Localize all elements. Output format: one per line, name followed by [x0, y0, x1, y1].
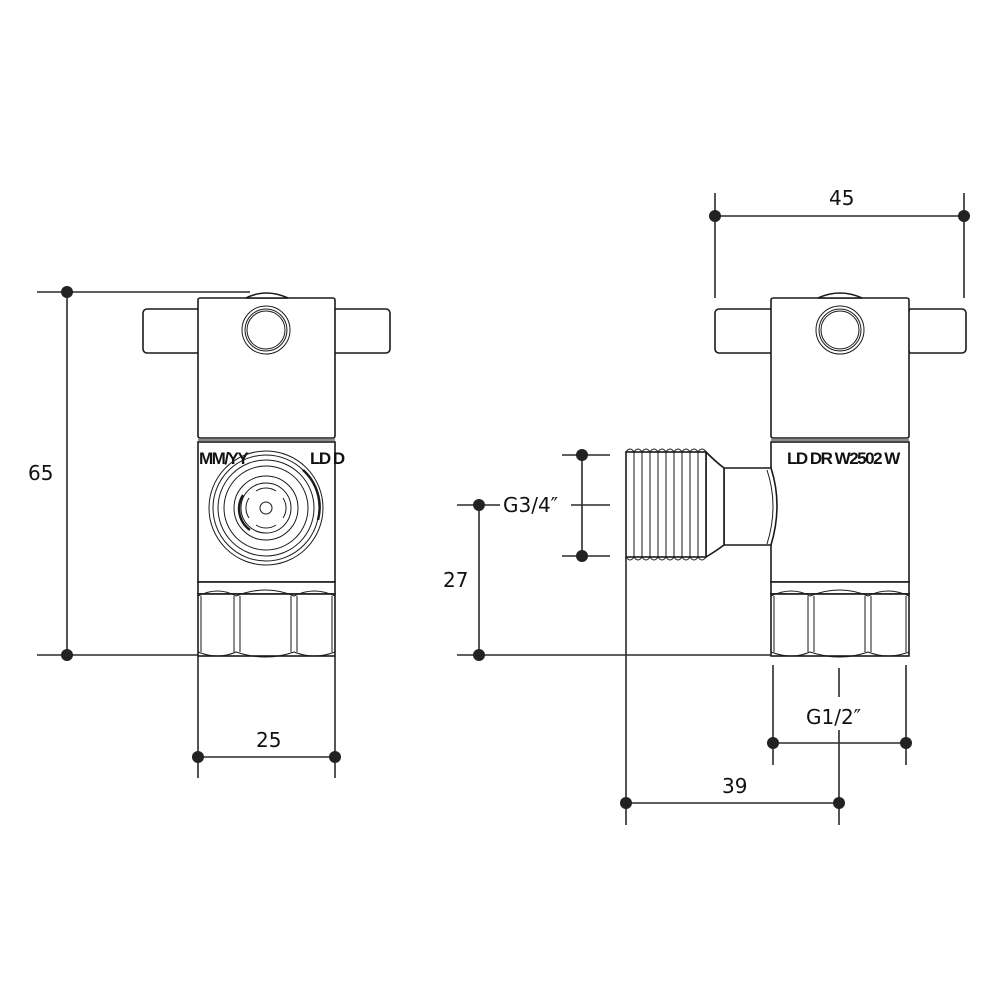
front-marking-brand: LD D — [310, 449, 345, 468]
front-mid-body — [197, 441, 336, 583]
dimension-handle-width: 45 — [709, 186, 970, 298]
side-spindle-port — [815, 305, 865, 355]
front-hex-nut — [197, 581, 336, 658]
dimension-width: 25 — [192, 656, 341, 778]
front-top-cap — [245, 292, 289, 299]
front-handle — [142, 308, 391, 354]
dimension-height: 65 — [28, 286, 250, 661]
dimension-inlet-height-label: 27 — [443, 568, 468, 592]
side-top-cap — [817, 292, 863, 299]
side-upper-body — [770, 297, 910, 439]
front-view: MM/YY LD D — [28, 286, 391, 778]
dimension-inlet-height: 27 — [443, 499, 771, 661]
front-outlet-port — [208, 450, 324, 566]
front-spindle-port — [241, 305, 291, 355]
dimension-outlet-thread-label: G1/2″ — [806, 705, 861, 729]
side-handle — [714, 308, 967, 354]
dimension-width-label: 25 — [256, 728, 281, 752]
side-view: LD DR W2502 W — [443, 186, 970, 825]
front-upper-body — [197, 297, 336, 439]
dimension-offset: 39 — [620, 557, 845, 825]
side-inlet-thread — [625, 448, 778, 561]
dimension-offset-label: 39 — [722, 774, 747, 798]
dimension-height-label: 65 — [28, 461, 53, 485]
dimension-handle-width-label: 45 — [829, 186, 854, 210]
dimension-inlet-thread: G3/4″ — [503, 449, 610, 562]
dimension-inlet-thread-label: G3/4″ — [503, 493, 558, 517]
side-marking: LD DR W2502 W — [787, 449, 901, 468]
front-marking-date: MM/YY — [199, 449, 249, 468]
side-mid-body — [770, 441, 910, 583]
side-hex-nut — [770, 581, 910, 658]
